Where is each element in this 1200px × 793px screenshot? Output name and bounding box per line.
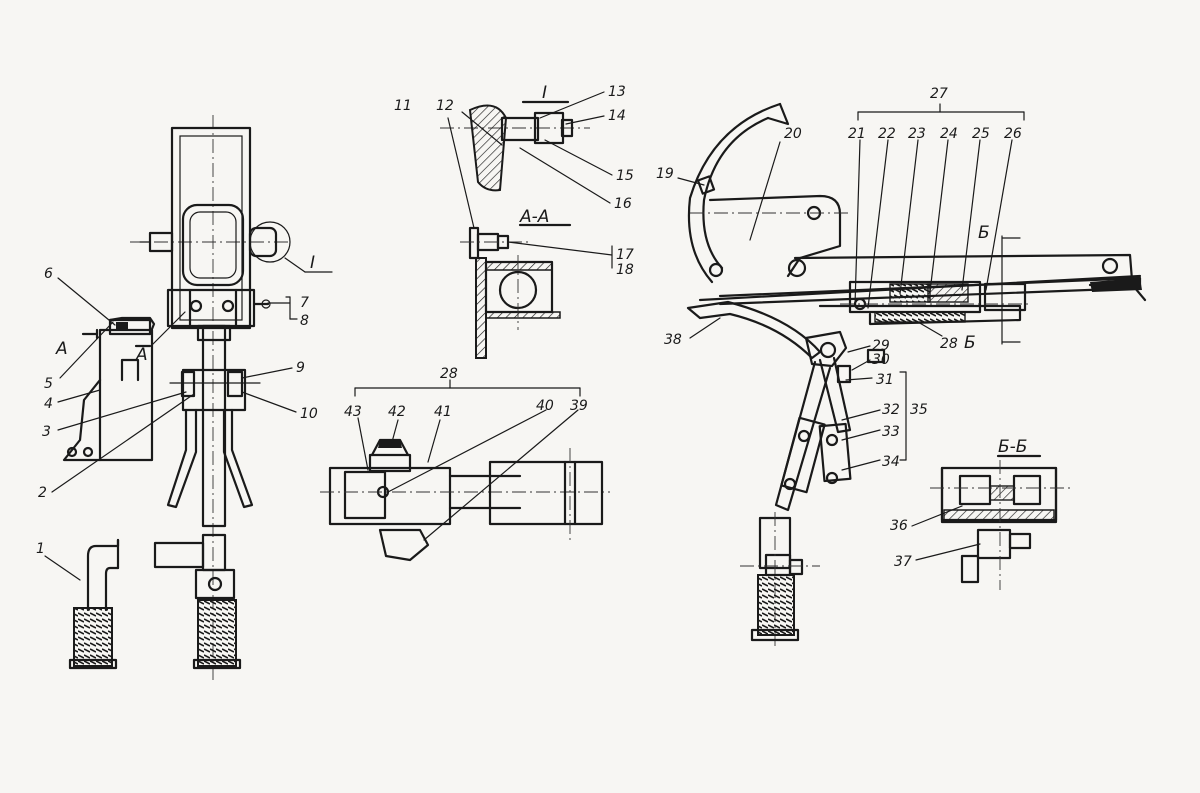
callout-42: 42 <box>388 404 406 420</box>
callout-34: 34 <box>882 454 900 470</box>
side-view <box>677 102 1147 650</box>
callout-37: 37 <box>894 554 912 570</box>
callout-17: 17 <box>616 247 634 263</box>
callout-5: 5 <box>44 376 53 392</box>
callout-27: 27 <box>930 86 948 102</box>
callout-28-side: 28 <box>940 336 958 352</box>
callout-15: 15 <box>616 168 634 184</box>
callout-31: 31 <box>876 372 894 388</box>
callout-22: 22 <box>878 126 896 142</box>
callout-16: 16 <box>614 196 632 212</box>
callout-41: 41 <box>434 404 452 420</box>
callout-32: 32 <box>882 402 900 418</box>
callout-10: 10 <box>300 406 318 422</box>
callout-13: 13 <box>608 84 626 100</box>
callout-9: 9 <box>296 360 305 376</box>
callout-33: 33 <box>882 424 900 440</box>
callout-19: 19 <box>656 166 674 182</box>
callout-40: 40 <box>536 398 554 414</box>
callout-38: 38 <box>664 332 682 348</box>
section-aa-label: А-А <box>519 207 549 227</box>
callout-6: 6 <box>44 266 53 282</box>
section-bb-label: Б-Б <box>998 437 1027 457</box>
front-view <box>44 115 333 680</box>
callout-35: 35 <box>910 402 928 418</box>
detail-views <box>320 91 613 562</box>
callout-39: 39 <box>570 398 588 414</box>
view-labels: А-А I I Б-Б А А Б Б <box>55 83 1027 457</box>
callout-43: 43 <box>344 404 362 420</box>
cut-a-right: А <box>135 345 148 365</box>
callout-14: 14 <box>608 108 626 124</box>
callout-7: 7 <box>300 295 309 311</box>
callout-1: 1 <box>36 541 45 557</box>
callout-30: 30 <box>872 352 890 368</box>
callout-26: 26 <box>1004 126 1022 142</box>
callout-labels: 1 2 3 4 5 6 7 8 9 10 11 12 13 14 15 16 1… <box>36 84 1022 570</box>
callout-21: 21 <box>848 126 866 142</box>
callout-11: 11 <box>394 98 412 114</box>
callout-12: 12 <box>436 98 454 114</box>
detail-i-label: I <box>542 83 547 103</box>
cut-a-left: А <box>55 339 68 359</box>
callout-29: 29 <box>872 338 890 354</box>
callout-25: 25 <box>972 126 990 142</box>
callout-2: 2 <box>38 485 47 501</box>
callout-20: 20 <box>784 126 802 142</box>
callout-3: 3 <box>42 424 51 440</box>
callout-36: 36 <box>890 518 908 534</box>
cut-b-top: Б <box>978 223 990 243</box>
callout-24: 24 <box>940 126 958 142</box>
cut-b-bottom: Б <box>964 333 976 353</box>
callout-23: 23 <box>908 126 926 142</box>
callout-4: 4 <box>44 396 53 412</box>
callout-18: 18 <box>616 262 634 278</box>
detail-i-marker: I <box>310 253 315 273</box>
callout-8: 8 <box>300 313 309 329</box>
callout-28-assembly: 28 <box>440 366 458 382</box>
